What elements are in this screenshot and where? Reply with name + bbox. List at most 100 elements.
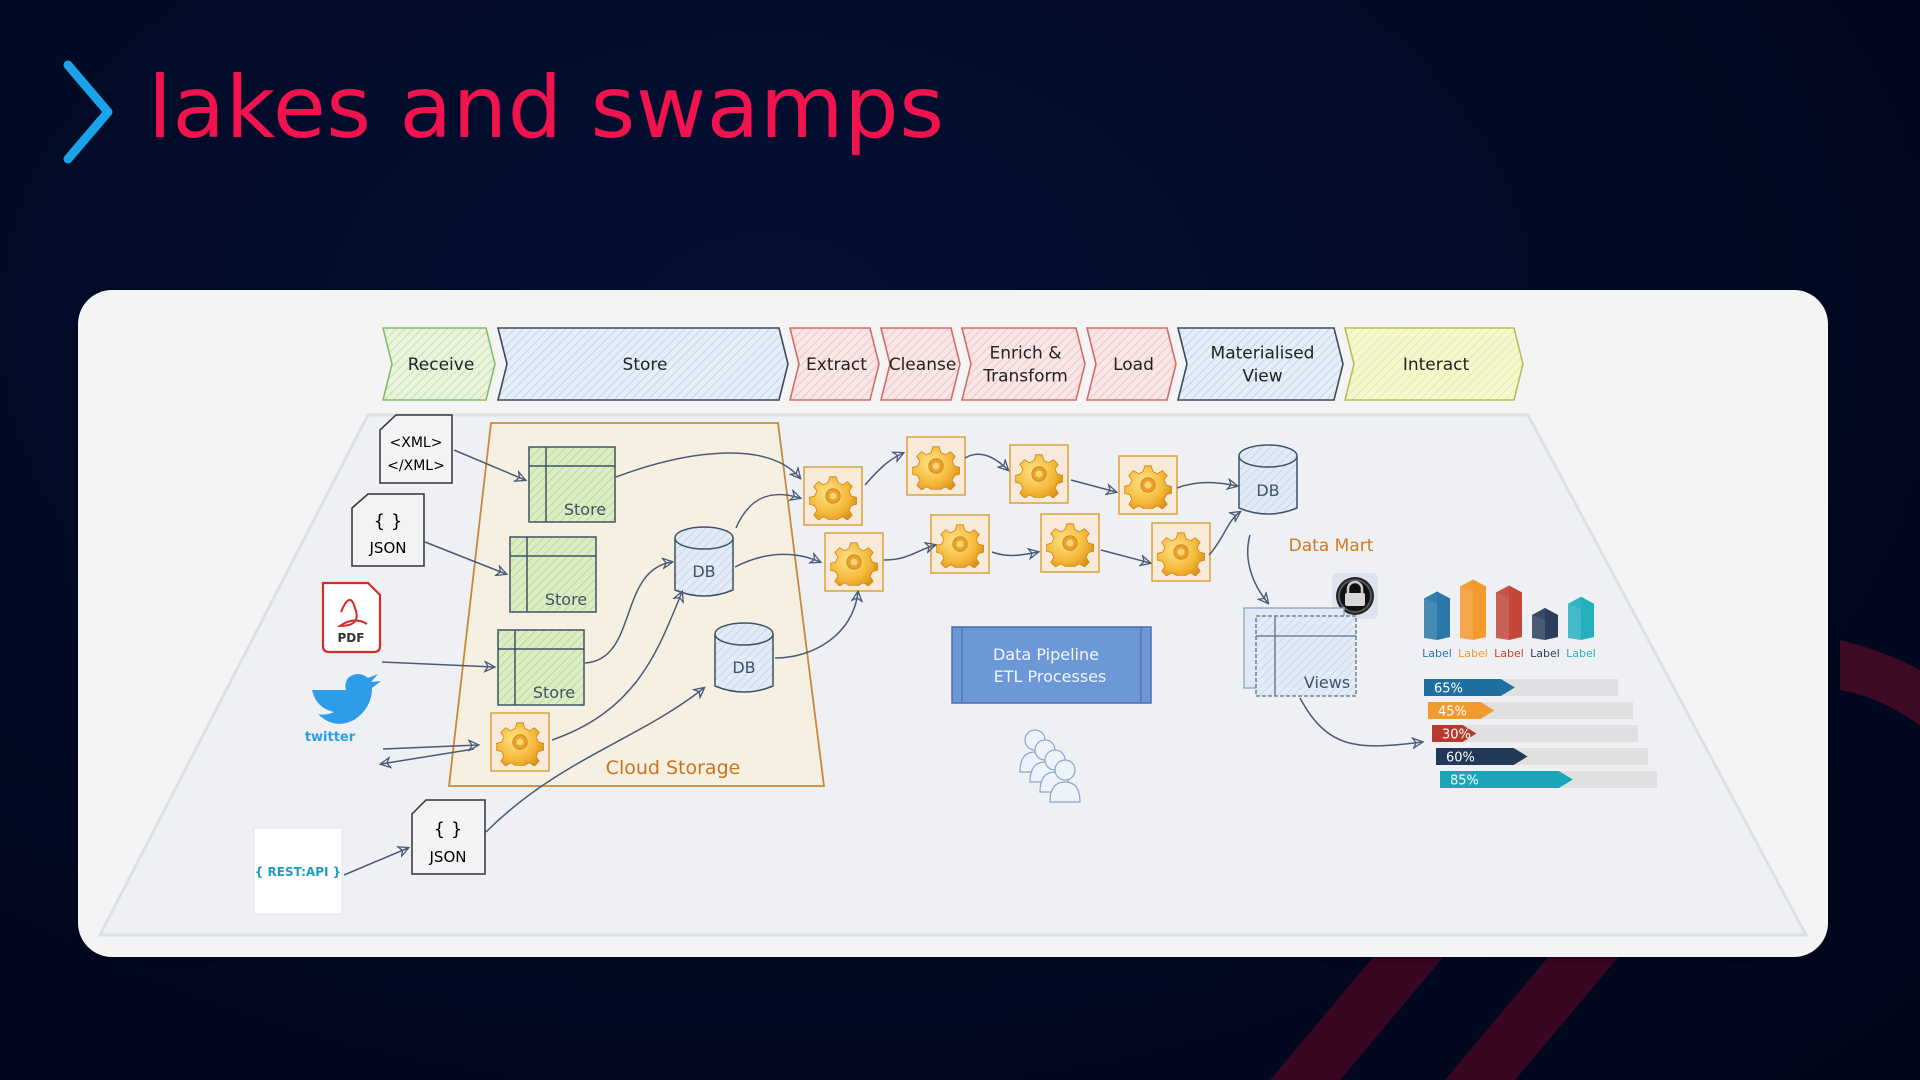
stage-shape [788, 327, 880, 401]
arrow [1208, 512, 1240, 556]
arrow [883, 545, 935, 561]
progress-bar: 65% [1424, 679, 1618, 697]
svg-text:{ }: { } [374, 511, 403, 532]
gear-icon [1046, 523, 1094, 567]
stage-label: Receive [408, 355, 475, 375]
chart-bar [1460, 579, 1486, 640]
arrow [1070, 479, 1116, 492]
gear-icon [1157, 532, 1205, 576]
process-gear [490, 712, 550, 772]
chart-bar-label: Label [1566, 647, 1596, 660]
user-icon [1054, 759, 1076, 781]
stage-shape [879, 327, 961, 401]
stage-cleanse: Cleanse [879, 327, 961, 401]
stage-label: Extract [806, 355, 867, 375]
stage-shape [1176, 327, 1344, 401]
progress-fill [1440, 771, 1573, 788]
arrow [485, 688, 704, 833]
progress-label: 85% [1450, 774, 1479, 789]
views-table: Views [1243, 607, 1357, 697]
process-gear [824, 532, 884, 592]
gear-icon [1124, 465, 1172, 509]
stage-label: Cleanse [889, 355, 957, 375]
gear-icon [1015, 454, 1063, 498]
progress-label: 60% [1446, 751, 1475, 766]
arrow [584, 562, 672, 664]
interact-progress-chart: 65% 45% 30% 60% 85% [1424, 679, 1657, 789]
arrow [382, 745, 478, 749]
svg-text:Data Pipeline: Data Pipeline [993, 645, 1099, 664]
svg-text:Store: Store [564, 500, 606, 519]
stage-interact: Interact [1343, 327, 1524, 401]
stage-extract: Extract [788, 327, 880, 401]
svg-text:DB: DB [1256, 481, 1279, 500]
store-table-3: Store [497, 629, 585, 706]
arrow [1299, 697, 1422, 746]
data-mart-db-cylinder: DB [1238, 444, 1298, 515]
gear-icon [830, 542, 878, 586]
rest-api-logo: { REST:API } [253, 827, 343, 915]
progress-bar: 85% [1440, 771, 1657, 789]
arrow [381, 748, 475, 764]
twitter-logo: twitter [305, 674, 381, 745]
chart-bar-label: Label [1422, 647, 1452, 660]
progress-bar: 45% [1428, 702, 1633, 720]
data-mart-label: Data Mart [1289, 536, 1374, 556]
progress-label: 45% [1438, 705, 1467, 720]
process-gear [1118, 455, 1178, 515]
arrow [991, 552, 1038, 555]
svg-text:DB: DB [692, 562, 715, 581]
process-gear [1151, 522, 1211, 582]
arrow [774, 592, 858, 659]
xml-file-icon: <XML> </XML> [379, 414, 453, 484]
arrow [381, 662, 494, 667]
store-table-1: Store [528, 446, 616, 523]
db-cylinder-2: DB [714, 622, 774, 693]
process-gear [1040, 513, 1100, 573]
chart-bar [1568, 596, 1594, 640]
arrow [453, 449, 525, 480]
chart-bar [1532, 608, 1558, 640]
process-gear [906, 436, 966, 496]
svg-text:DB: DB [732, 658, 755, 677]
svg-text:{ }: { } [434, 819, 463, 840]
stage-load: Load [1085, 327, 1177, 401]
arrow [343, 848, 408, 876]
stage-shape [1343, 327, 1524, 401]
progress-fill [1424, 679, 1515, 696]
stage-shape [1085, 327, 1177, 401]
stage-label: Enrich & [989, 344, 1061, 364]
progress-fill [1436, 748, 1528, 765]
stage-label: Store [623, 355, 668, 375]
arrow [551, 592, 682, 741]
stage-store: Store [496, 327, 789, 401]
stage-receive: Receive [381, 327, 496, 401]
progress-bar: 30% [1432, 725, 1638, 743]
slide-header: lakes and swamps [62, 52, 944, 172]
arrow [735, 495, 800, 529]
gear-icon [936, 524, 984, 568]
svg-text:ETL Processes: ETL Processes [994, 667, 1107, 686]
stage-label: Materialised [1211, 344, 1315, 364]
arrow [734, 554, 820, 568]
decor-stripe-1 [1270, 955, 1445, 1080]
stage-shape [381, 327, 496, 401]
flow-arrows [343, 449, 1422, 876]
svg-text:Store: Store [545, 590, 587, 609]
svg-text:twitter: twitter [305, 730, 356, 745]
gear-icon [912, 446, 960, 490]
svg-text:<XML>: <XML> [390, 435, 443, 451]
progress-fill [1428, 702, 1495, 719]
slide-title: lakes and swamps [148, 58, 945, 158]
chart-bar-label: Label [1458, 647, 1488, 660]
json-file-icon-2: { } JSON [411, 799, 486, 875]
arrow [964, 453, 1008, 470]
stage-enrich-transform: Enrich &Transform [960, 327, 1086, 401]
chart-bar-label: Label [1494, 647, 1524, 660]
